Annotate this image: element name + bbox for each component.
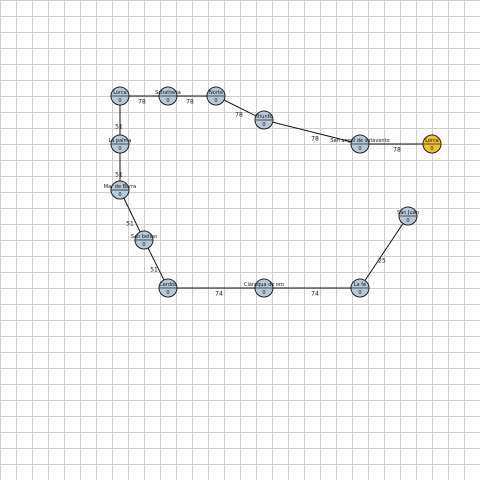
edge-n12-n13 [359,215,409,289]
edge-weight-label: 78 [311,136,319,143]
graph-node[interactable]: Cerdos 0 [158,278,178,298]
graph-node[interactable]: Mar de Barra 0 [104,180,136,200]
edge-weight-label: 74 [215,291,223,298]
graph-node[interactable]: Norte 0 [206,86,226,106]
node-name-label: Schatteria [155,90,181,96]
edge-weight-label: 74 [311,291,319,298]
graph-node[interactable]: La palma 0 [108,134,132,154]
node-value-label: 0 [262,290,265,296]
edge-weight-label: 78 [186,99,194,106]
node-value-label: 0 [118,146,121,152]
edge-weight-label: 51 [115,124,123,131]
edge-weight-label: 51 [126,221,134,228]
node-name-label: Mar de Barra [104,184,136,190]
node-name-label: Norte [209,90,223,96]
node-value-label: 0 [214,98,217,104]
graph-node[interactable]: San Juan 0 [397,206,419,226]
node-name-label: Triunfo [255,114,273,120]
node-name-label: Lorca [113,90,127,96]
graph-node[interactable]: Lorca 0 [422,134,442,154]
graph-node[interactable]: Lorca 0 [110,86,130,106]
edge-n4-n5 [263,119,361,145]
edge-weight-label: 78 [235,112,243,119]
graph-node[interactable]: San angel de sotavento 0 [330,134,390,154]
node-value-label: 0 [358,146,361,152]
edge-weight-label: 25 [378,258,386,265]
edge-weight-label: 51 [150,267,158,274]
node-value-label: 0 [142,242,145,248]
graph-node[interactable]: Claraqua de oro 0 [244,278,284,298]
node-name-label: Lorca [425,138,439,144]
edge-weight-label: 78 [393,147,401,154]
node-value-label: 0 [166,290,169,296]
node-value-label: 0 [118,192,121,198]
edge-weight-label: 51 [115,172,123,179]
node-name-label: Claraqua de oro [244,282,284,288]
edge-weight-label: 78 [138,99,146,106]
node-name-label: San angel de sotavento [330,138,389,144]
node-value-label: 0 [406,218,409,224]
node-value-label: 0 [430,146,433,152]
node-value-label: 0 [358,290,361,296]
node-name-label: La palma [108,138,131,144]
node-value-label: 0 [262,122,265,128]
node-name-label: San Juan [397,210,419,216]
node-name-label: La fe [354,282,366,288]
graph-node[interactable]: San belino 0 [131,230,157,250]
graph-node[interactable]: Schatteria 0 [155,86,181,106]
edges-layer: 78 78 78 78 78 51 51 51 51 74 74 25 [115,95,432,298]
node-value-label: 0 [166,98,169,104]
node-name-label: Cerdos [159,282,177,288]
node-name-label: San belino [131,234,157,240]
graph-node[interactable]: La fe 0 [350,278,370,298]
node-value-label: 0 [118,98,121,104]
graph-node[interactable]: Triunfo 0 [254,110,274,130]
